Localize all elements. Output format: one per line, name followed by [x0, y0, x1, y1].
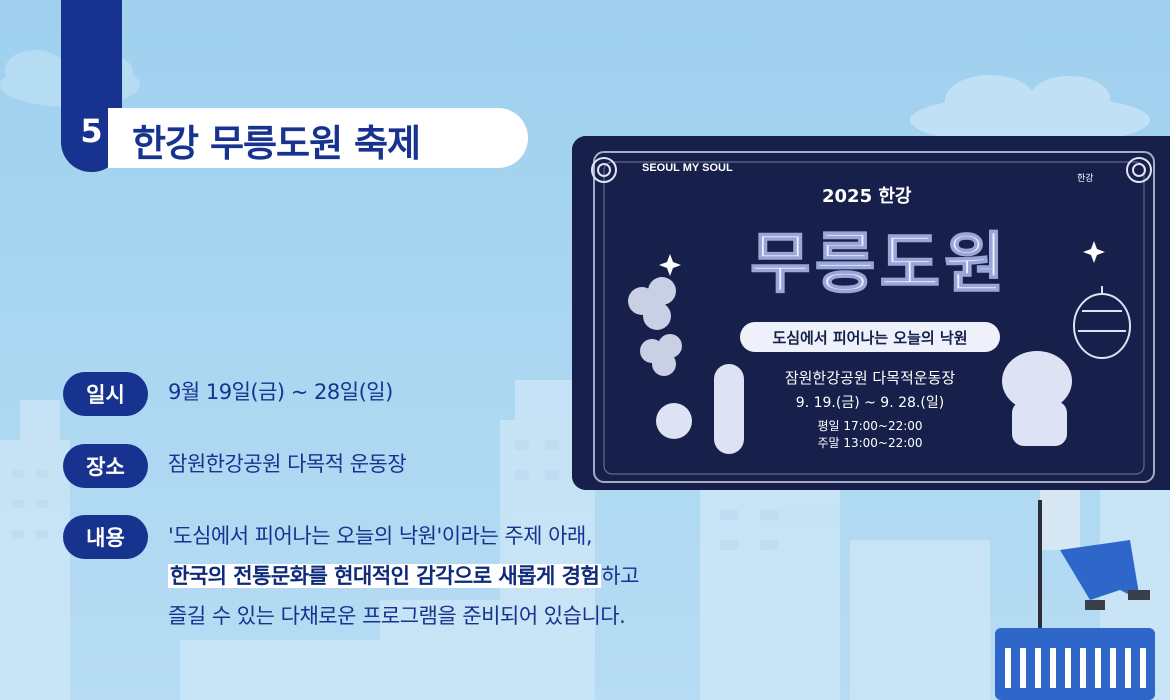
content-highlight: 한국의 전통문화를 현대적인 감각으로 새롭게 경험 — [168, 564, 602, 588]
festival-poster: SEOUL MY SOUL 한강 2025 한강 무릉도원 도심에서 피어나는 … — [572, 136, 1170, 490]
poster-subtitle: 도심에서 피어나는 오늘의 낙원 — [772, 329, 967, 347]
cloud-right — [910, 75, 1150, 145]
brand-left: SEOUL MY SOUL — [642, 162, 733, 174]
date-label: 일시 — [63, 372, 148, 416]
corner-ornaments — [591, 157, 1152, 183]
content-line-2: 한국의 전통문화를 현대적인 감각으로 새롭게 경험하고 — [168, 556, 639, 596]
poster-weekend-hours: 주말 13:00~22:00 — [817, 436, 922, 450]
content-line-1: '도심에서 피어나는 오늘의 낙원'이라는 주제 아래, — [168, 524, 592, 548]
mascot-left — [656, 364, 744, 454]
section-title-pill — [108, 108, 528, 168]
poster-title: 무릉도원 — [750, 225, 1009, 302]
poster-venue: 잠원한강공원 다목적운동장 — [785, 369, 956, 387]
content-line-2-rest: 하고 — [601, 564, 639, 588]
section-title: 한강 무릉도원 축제 — [132, 122, 421, 165]
poster-dates: 9. 19.(금) ~ 9. 28.(일) — [796, 395, 944, 411]
poster-artwork: SEOUL MY SOUL 한강 2025 한강 무릉도원 도심에서 피어나는 … — [572, 136, 1170, 490]
skyline-windows — [12, 440, 778, 550]
content-line-3: 즐길 수 있는 다채로운 프로그램을 준비되어 있습니다. — [168, 604, 626, 628]
poster-year: 2025 한강 — [822, 186, 912, 207]
sparkle-icon — [659, 241, 1105, 276]
mascot-tiger — [1002, 351, 1072, 446]
flower-icon — [628, 277, 682, 376]
section-number: 5 — [80, 112, 103, 150]
content-description: '도심에서 피어나는 오늘의 낙원'이라는 주제 아래, 한국의 전통문화를 현… — [168, 516, 639, 636]
brand-right: 한강 — [1077, 173, 1094, 184]
venue-value: 잠원한강공원 다목적 운동장 — [168, 452, 407, 476]
lantern-icon — [1073, 286, 1131, 359]
venue-label: 장소 — [63, 444, 148, 488]
person-figure — [995, 490, 1155, 700]
poster-weekday-hours: 평일 17:00~22:00 — [817, 419, 922, 433]
date-value: 9월 19일(금) ~ 28일(일) — [168, 380, 393, 404]
content-label: 내용 — [63, 515, 148, 559]
